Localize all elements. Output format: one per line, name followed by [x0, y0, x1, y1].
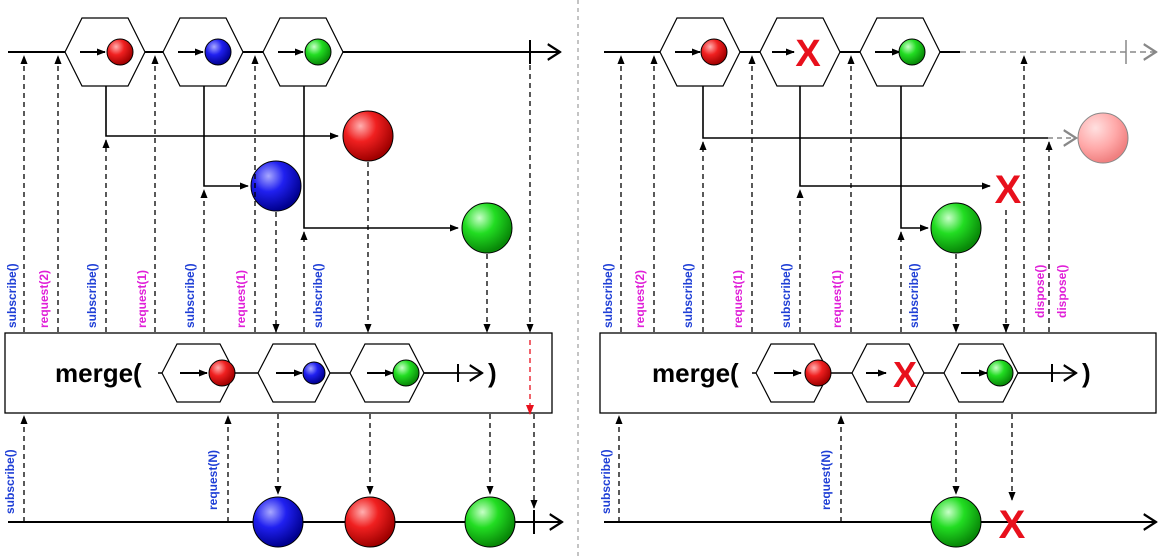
left-merge-hex-red: [161, 343, 236, 403]
right-source-red: [659, 17, 741, 87]
left-merge-hex-green: [349, 343, 425, 403]
inner-error-x-icon: X: [995, 168, 1022, 212]
left-label-request-1b: request(1): [234, 270, 248, 328]
right-merge-hex-green: [943, 343, 1019, 403]
right-label-request-1a: request(1): [731, 270, 745, 328]
left-output-blue: [252, 496, 304, 548]
left-merge-close: ): [488, 358, 497, 388]
right-inner-faded-red-ball: [1077, 112, 1129, 164]
right-source-green: [859, 17, 941, 87]
right-inner-green-ball: [930, 202, 982, 254]
left-source-blue: [162, 17, 244, 87]
left-label-subscribe-2: subscribe(): [85, 263, 99, 328]
right-label-request-1b: request(1): [830, 270, 844, 328]
merge-error-x-icon: X: [893, 354, 917, 395]
right-merge-hex-error: X: [851, 343, 925, 403]
right-merge-close: ): [1082, 358, 1091, 388]
right-label-request-2: request(2): [633, 270, 647, 328]
right-label-dispose-1: dispose(): [1033, 265, 1047, 318]
right-label-subscribe-4: subscribe(): [907, 263, 921, 328]
left-inner-red-ball: [342, 110, 394, 162]
left-output-red: [344, 496, 396, 548]
error-x-icon: X: [795, 33, 821, 75]
right-panel: X X merge(: [599, 17, 1156, 548]
left-label-subscribe-bottom: subscribe(): [3, 449, 17, 514]
output-error-x-icon: X: [999, 503, 1026, 547]
left-label-request-1a: request(1): [135, 270, 149, 328]
left-inner-green-ball: [461, 202, 513, 254]
right-merge-hex-red: [755, 343, 832, 403]
right-label-subscribe-2: subscribe(): [681, 263, 695, 328]
left-inner-blue-ball: [250, 160, 302, 212]
left-output-green: [464, 496, 516, 548]
left-label-subscribe-3: subscribe(): [183, 263, 197, 328]
left-label-subscribe-4: subscribe(): [311, 263, 325, 328]
right-merge-label: merge(: [652, 358, 739, 388]
right-label-request-n: request(N): [819, 450, 833, 510]
left-merge-label: merge(: [55, 358, 142, 388]
left-label-request-n: request(N): [206, 450, 220, 510]
left-merge-hex-blue: [257, 343, 331, 403]
left-label-request-2: request(2): [37, 270, 51, 328]
right-output-green: [930, 496, 982, 548]
right-label-dispose-2: dispose(): [1055, 265, 1069, 318]
left-source-red: [64, 17, 146, 87]
left-label-subscribe-1: subscribe(): [5, 263, 19, 328]
right-source-error: X: [759, 17, 841, 87]
left-panel: merge( ): [3, 17, 562, 548]
right-label-subscribe-3: subscribe(): [779, 263, 793, 328]
right-label-subscribe-bottom: subscribe(): [599, 449, 613, 514]
right-label-subscribe-1: subscribe(): [601, 263, 615, 328]
left-source-green: [262, 17, 344, 87]
